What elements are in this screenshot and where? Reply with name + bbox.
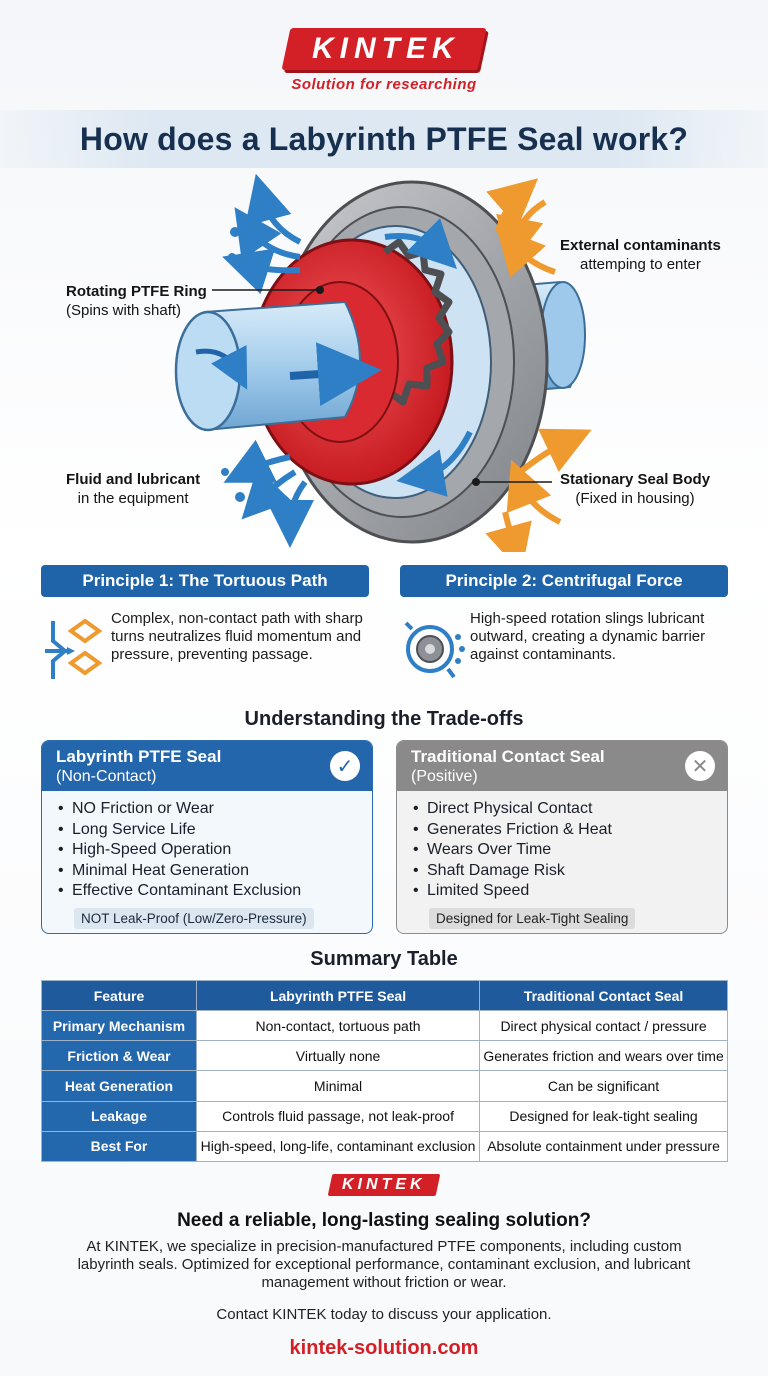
list-item: High-Speed Operation [58,840,372,861]
list-item: NO Friction or Wear [58,799,372,820]
brand-tagline: Solution for researching [291,76,477,93]
list-item: Limited Speed [413,881,727,902]
contaminant-arrows [485,178,592,574]
x-icon: ✕ [685,751,715,781]
labyrinth-note: NOT Leak-Proof (Low/Zero-Pressure) [74,907,314,929]
seal-illustration [174,173,592,574]
card-header: Labyrinth PTFE Seal (Non-Contact) ✓ [42,741,372,791]
table-cell: Minimal [195,1070,481,1102]
principle-tortuous-path: Principle 1: The Tortuous Path Complex, … [41,565,369,687]
principle-text: High-speed rotation slings lubricant out… [470,610,706,663]
labyrinth-seal-card: Labyrinth PTFE Seal (Non-Contact) ✓ NO F… [41,740,373,934]
table-cell: Non-contact, tortuous path [195,1009,481,1042]
cta-contact: Contact KINTEK today to discuss your app… [216,1306,552,1323]
callout-seal-body: Stationary Seal Body (Fixed in housing) [560,471,711,507]
footer: KINTEK Need a reliable, long-lasting sea… [0,1174,768,1360]
table-cell: Virtually none [195,1040,481,1072]
principle-text: Complex, non-contact path with sharp tur… [111,610,363,663]
row-header: Friction & Wear [41,1040,197,1072]
summary-table: Feature Labyrinth PTFE Seal Traditional … [41,980,728,1163]
contact-note: Designed for Leak-Tight Sealing [429,907,636,929]
shaft-front [174,300,382,432]
list-item: Long Service Life [58,820,372,841]
table-row: Leakage Controls fluid passage, not leak… [41,1100,728,1132]
seal-diagram: Rotating PTFE Ring (Spins with shaft) Ex… [0,172,768,574]
tortuous-path-icon [45,618,103,679]
footer-logo[interactable]: KINTEK [327,1174,441,1196]
website-link[interactable]: kintek-solution.com [289,1337,479,1359]
kintek-logo[interactable]: KINTEK [281,28,487,70]
fluid-arrows [222,173,473,548]
table-row: Heat Generation Minimal Can be significa… [41,1070,728,1102]
row-header: Primary Mechanism [41,1009,197,1042]
callout-rotating-ring: Rotating PTFE Ring (Spins with shaft) [66,283,207,319]
row-header: Best For [41,1130,197,1163]
table-cell: Generates friction and wears over time [479,1040,728,1072]
title-band: How does a Labyrinth PTFE Seal work? [0,110,768,168]
principle-heading: Principle 2: Centrifugal Force [400,565,728,597]
principle-heading: Principle 1: The Tortuous Path [41,565,369,597]
list-item: Direct Physical Contact [413,799,727,820]
principle-centrifugal-force: Principle 2: Centrifugal Force High-spee… [400,565,728,687]
table-row: Best For High-speed, long-life, contamin… [41,1130,728,1163]
list-item: Effective Contaminant Exclusion [58,881,372,902]
column-header: Traditional Contact Seal [479,980,728,1011]
table-row: Friction & Wear Virtually none Generates… [41,1040,728,1072]
table-cell: High-speed, long-life, contaminant exclu… [195,1130,481,1163]
table-cell: Can be significant [479,1070,728,1102]
row-header: Heat Generation [41,1070,197,1102]
table-header-row: Feature Labyrinth PTFE Seal Traditional … [41,980,728,1011]
card-header: Traditional Contact Seal (Positive) ✕ [397,741,727,791]
centrifugal-icon [404,621,465,679]
table-cell: Direct physical contact / pressure [479,1009,728,1042]
contact-seal-card: Traditional Contact Seal (Positive) ✕ Di… [396,740,728,934]
row-header: Leakage [41,1100,197,1132]
tradeoffs-title: Understanding the Trade-offs [244,708,524,730]
callout-contaminants: External contaminants attemping to enter [560,237,721,273]
contact-feature-list: Direct Physical Contact Generates Fricti… [397,791,727,902]
flow-arrow-icon [289,342,382,407]
page-title: How does a Labyrinth PTFE Seal work? [79,120,689,157]
header: KINTEK Solution for researching [0,28,768,93]
table-cell: Absolute containment under pressure [479,1130,728,1163]
check-icon: ✓ [330,751,360,781]
list-item: Generates Friction & Heat [413,820,727,841]
list-item: Wears Over Time [413,840,727,861]
column-header: Labyrinth PTFE Seal [195,980,481,1011]
table-cell: Designed for leak-tight sealing [479,1100,728,1132]
list-item: Shaft Damage Risk [413,861,727,882]
rotation-arrow-icon [195,345,248,390]
table-cell: Controls fluid passage, not leak-proof [195,1100,481,1132]
callout-fluid: Fluid and lubricant in the equipment [66,471,201,507]
summary-title: Summary Table [310,948,458,970]
list-item: Minimal Heat Generation [58,861,372,882]
labyrinth-feature-list: NO Friction or Wear Long Service Life Hi… [42,791,372,902]
cta-headline: Need a reliable, long-lasting sealing so… [177,1210,591,1231]
table-row: Primary Mechanism Non-contact, tortuous … [41,1009,728,1042]
column-header: Feature [41,980,197,1011]
cta-body: At KINTEK, we specialize in precision-ma… [77,1238,691,1291]
